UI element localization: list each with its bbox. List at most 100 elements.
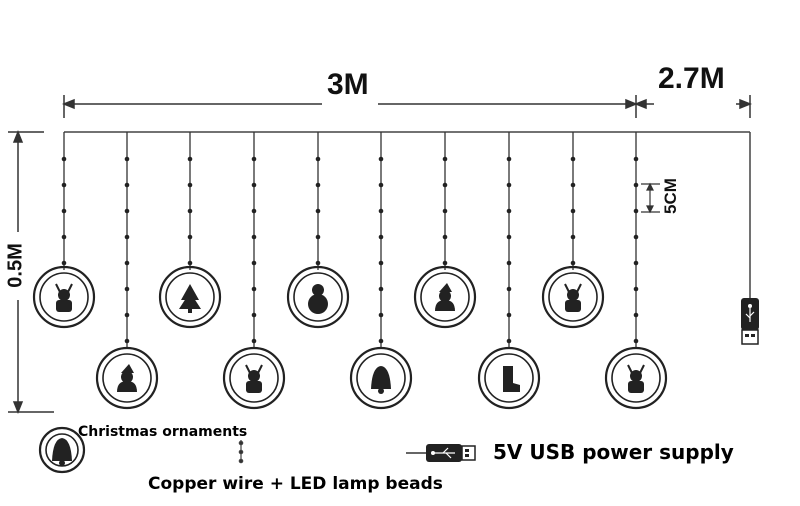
ornament	[286, 265, 350, 329]
led-bead	[378, 286, 384, 292]
led-bead	[61, 156, 67, 162]
height-dimension	[8, 129, 54, 415]
led-bead	[315, 182, 321, 188]
santa-icon	[435, 283, 455, 311]
santa-icon	[117, 364, 137, 392]
led-bead	[124, 286, 130, 292]
led-strand	[286, 132, 350, 329]
ornament	[541, 265, 605, 329]
led-bead	[187, 182, 193, 188]
boot-icon	[503, 366, 520, 392]
ornament	[349, 346, 413, 410]
length-main-label: 3M	[327, 68, 369, 101]
led-bead	[633, 312, 639, 318]
spacing-label: 5CM	[660, 178, 680, 214]
led-bead	[633, 338, 639, 344]
led-bead	[124, 312, 130, 318]
led-bead	[633, 286, 639, 292]
led-strand	[95, 132, 159, 410]
led-strand	[477, 132, 541, 410]
led-bead	[61, 208, 67, 214]
led-bead	[442, 260, 448, 266]
led-bead	[251, 338, 257, 344]
led-strand	[413, 132, 477, 329]
ornament	[604, 346, 668, 410]
led-bead	[378, 234, 384, 240]
led-bead	[442, 182, 448, 188]
ornament	[413, 265, 477, 329]
led-bead	[570, 260, 576, 266]
length-lead-label: 2.7M	[658, 62, 725, 95]
reindeer-icon	[245, 364, 263, 393]
height-label: 0.5M	[4, 243, 27, 288]
ornament	[477, 346, 541, 410]
led-bead	[378, 156, 384, 162]
legend-wire-icon	[238, 440, 244, 464]
led-bead	[251, 286, 257, 292]
tree-icon	[179, 284, 201, 313]
led-bead	[187, 208, 193, 214]
ornament	[95, 346, 159, 410]
width-dimension	[61, 95, 753, 118]
led-bead	[378, 208, 384, 214]
ornament	[38, 426, 86, 474]
led-bead	[315, 260, 321, 266]
led-strand	[349, 132, 413, 410]
led-bead	[251, 208, 257, 214]
led-bead	[315, 234, 321, 240]
led-bead	[570, 208, 576, 214]
ornament	[32, 265, 96, 329]
led-bead	[633, 156, 639, 162]
led-bead	[506, 338, 512, 344]
led-bead	[506, 234, 512, 240]
led-bead	[315, 156, 321, 162]
led-bead	[187, 156, 193, 162]
legend-ornament-label: Christmas ornaments	[78, 424, 248, 440]
led-bead	[633, 208, 639, 214]
led-bead	[570, 156, 576, 162]
led-bead	[442, 208, 448, 214]
legend-usb-icon	[406, 444, 476, 462]
led-strand	[604, 132, 668, 410]
led-bead	[124, 234, 130, 240]
led-bead	[378, 338, 384, 344]
led-bead	[570, 182, 576, 188]
snowman-icon	[308, 284, 328, 314]
legend-power-label: 5V USB power supply	[493, 440, 734, 464]
reindeer-icon	[55, 283, 73, 312]
reindeer-icon	[564, 283, 582, 312]
led-strand	[541, 132, 605, 329]
led-bead	[61, 182, 67, 188]
led-bead	[61, 260, 67, 266]
led-strands	[32, 132, 668, 474]
led-bead	[124, 156, 130, 162]
led-bead	[251, 260, 257, 266]
legend-wire-label: Copper wire + LED lamp beads	[148, 474, 443, 494]
reindeer-icon	[627, 364, 645, 393]
bell-icon	[371, 366, 391, 394]
usb-plug-icon	[741, 298, 759, 345]
led-bead	[506, 156, 512, 162]
led-bead	[570, 234, 576, 240]
led-bead	[378, 312, 384, 318]
led-bead	[506, 260, 512, 266]
led-bead	[506, 286, 512, 292]
led-bead	[251, 312, 257, 318]
ornament	[158, 265, 222, 329]
spacing-dimension	[641, 182, 660, 214]
led-bead	[633, 234, 639, 240]
led-bead	[124, 338, 130, 344]
led-bead	[506, 208, 512, 214]
led-bead	[315, 208, 321, 214]
led-bead	[633, 260, 639, 266]
led-bead	[187, 234, 193, 240]
ornament	[222, 346, 286, 410]
bell-icon	[52, 438, 72, 466]
led-bead	[506, 182, 512, 188]
led-bead	[187, 260, 193, 266]
led-strand	[32, 132, 96, 329]
led-bead	[378, 182, 384, 188]
led-bead	[61, 234, 67, 240]
led-bead	[251, 182, 257, 188]
